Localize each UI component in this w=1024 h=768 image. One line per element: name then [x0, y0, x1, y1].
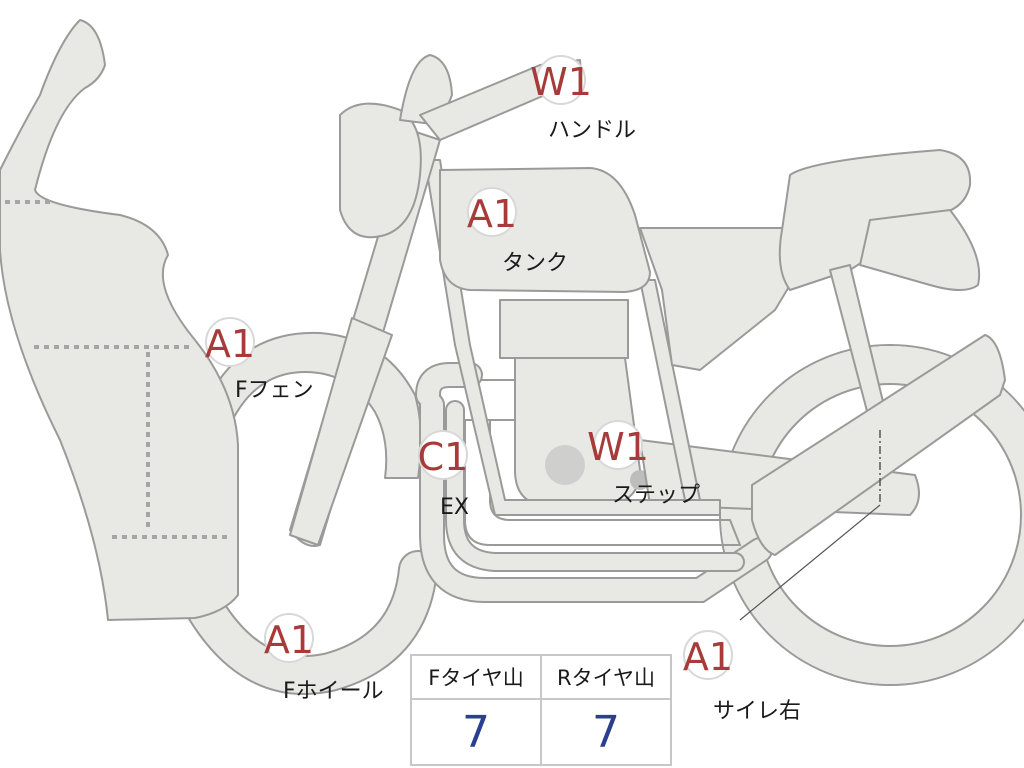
grade-marker-muffler: A1	[683, 630, 733, 680]
rear-tire-header: Rタイヤ山	[540, 654, 672, 700]
part-label-tank: タンク	[502, 251, 568, 276]
front-tire-header: Fタイヤ山	[410, 654, 542, 700]
grade-marker-front-fender: A1	[205, 317, 255, 367]
part-label-front-wheel: Fホイール	[283, 679, 384, 704]
part-label-step: ステップ	[612, 483, 700, 508]
grade-code: W1	[587, 425, 649, 469]
fork-slider	[289, 317, 393, 546]
front-tire-value: 7	[410, 698, 542, 766]
grade-marker-exhaust: C1	[418, 430, 469, 480]
part-label-exhaust: EX	[440, 495, 469, 520]
muffler-shape	[751, 334, 1006, 556]
exhaust-pipes	[415, 362, 773, 603]
grade-code: A1	[205, 322, 255, 366]
tire-tread-table: Fタイヤ山 Rタイヤ山 7 7	[410, 654, 672, 766]
grade-code: C1	[418, 435, 469, 479]
grade-marker-front-wheel: A1	[264, 613, 314, 663]
frame-rear	[639, 279, 701, 501]
grade-code: A1	[264, 618, 314, 662]
fairing-dotted-seams	[5, 200, 232, 539]
grade-code: A1	[683, 635, 733, 679]
tire-tread-value-row: 7 7	[410, 698, 672, 766]
part-label-handle: ハンドル	[548, 118, 636, 143]
tail-cowl	[859, 209, 981, 291]
grade-marker-step: W1	[587, 420, 649, 470]
grade-marker-handle: W1	[530, 55, 592, 105]
front-wheel-shape	[180, 550, 438, 695]
grade-code: W1	[530, 60, 592, 104]
tire-tread-header-row: Fタイヤ山 Rタイヤ山	[410, 654, 672, 700]
rear-tire-value: 7	[540, 698, 672, 766]
part-label-front-fender: Fフェン	[235, 378, 314, 403]
headlight	[339, 102, 422, 239]
fairing	[0, 19, 239, 621]
part-label-muffler: サイレ右	[713, 699, 801, 724]
grade-marker-tank: A1	[467, 187, 517, 237]
grade-code: A1	[467, 192, 517, 236]
